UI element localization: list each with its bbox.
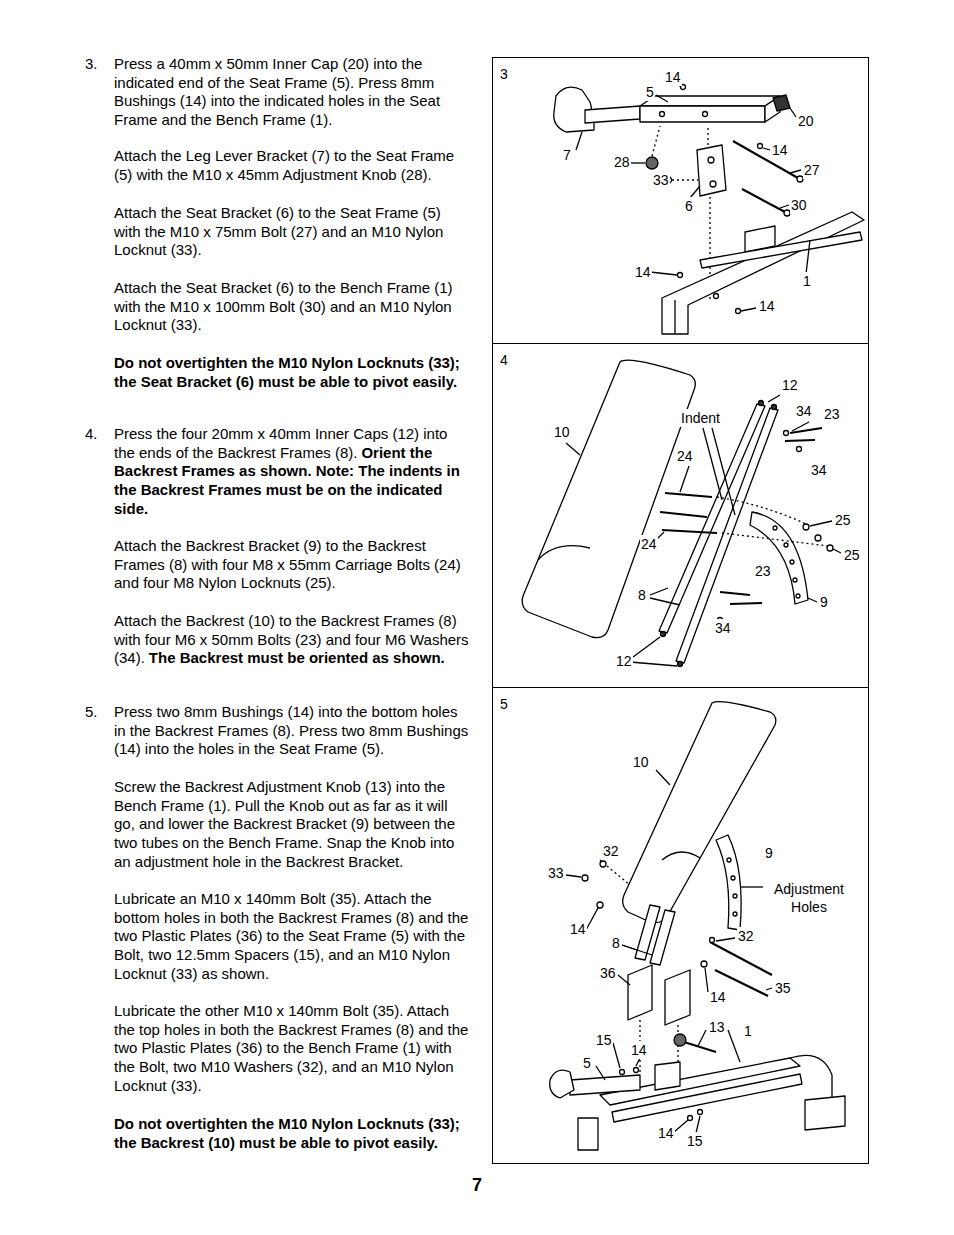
callout-number: 1 [802,272,812,290]
step-number: 5. [85,703,98,722]
callout-number: 35 [774,979,792,997]
callout-number: 28 [613,153,631,171]
step-panel: 3 [492,57,869,344]
instruction-text: Press two 8mm Bushings (14) into the bot… [114,703,468,757]
callout-number: 14 [664,68,682,86]
callout-number: 9 [764,844,774,862]
callout-number: 34 [795,402,813,420]
step-number: 3. [85,55,98,74]
callout-number: 10 [553,423,571,441]
callout-number: 33 [547,864,565,882]
callout-number: 25 [843,546,861,564]
callout-number: 7 [562,146,572,164]
instruction-paragraph: Lubricate an M10 x 140mm Bolt (35). Atta… [114,890,469,984]
step-number: 4. [85,425,98,444]
instruction-text: Attach the Seat Bracket (6) to the Bench… [114,279,453,333]
callout-number: 30 [790,196,808,214]
callout-number: 33 [652,171,670,189]
callout-number: 5 [645,83,655,101]
callout-number: Indent [680,409,721,427]
step-panel: 5 [492,687,869,1164]
instruction-paragraph: Attach the Leg Lever Bracket (7) to the … [114,147,469,184]
instruction-text: Screw the Backrest Adjustment Knob (13) … [114,778,455,870]
callout-number: 24 [640,535,658,553]
callout-number: 12 [781,376,799,394]
callout-number: 27 [803,161,821,179]
callout-number: 12 [615,652,633,670]
callout-number: 24 [676,447,694,465]
instruction-paragraph: Lubricate the other M10 x 140mm Bolt (35… [114,1002,469,1096]
callout-number: 23 [754,562,772,580]
callout-number: 20 [797,112,815,130]
callout-number: 8 [637,586,647,604]
callout-number: 13 [708,1018,726,1036]
warning-paragraph: Do not overtighten the M10 Nylon Locknut… [114,354,469,391]
instruction-text: Do not overtighten the M10 Nylon Locknut… [114,1115,460,1151]
instruction-text: Press a 40mm x 50mm Inner Cap (20) into … [114,55,440,128]
warning-paragraph: Do not overtighten the M10 Nylon Locknut… [114,1115,469,1152]
callout-number: 14 [634,263,652,281]
instruction-text: Lubricate the other M10 x 140mm Bolt (35… [114,1002,468,1094]
callout-number: 25 [834,511,852,529]
callout-number: 32 [737,927,755,945]
callout-text: Adjustment Holes [763,880,855,916]
callout-number: 34 [714,619,732,637]
instruction-text: Attach the Seat Bracket (6) to the Seat … [114,204,443,258]
callout-number: 5 [582,1054,592,1072]
callout-number: 36 [599,964,617,982]
instruction-text: Lubricate an M10 x 140mm Bolt (35). Atta… [114,890,468,982]
instruction-text: Attach the Leg Lever Bracket (7) to the … [114,147,454,183]
instruction-paragraph: Attach the Backrest (10) to the Backrest… [114,612,469,668]
callout-number: 10 [632,753,650,771]
callout-number: 23 [823,405,841,423]
instruction-paragraph: Press a 40mm x 50mm Inner Cap (20) into … [114,55,469,130]
instruction-text: Do not overtighten the M10 Nylon Locknut… [114,354,460,390]
instruction-text: Attach the Backrest Bracket (9) to the B… [114,537,461,591]
step-number: 4 [500,352,508,368]
step-number: 3 [500,66,508,82]
callout-number: 9 [819,593,829,611]
callout-number: 8 [611,934,621,952]
callout-number: 15 [595,1031,613,1049]
step-number: 5 [500,696,508,712]
instruction-paragraph: Attach the Seat Bracket (6) to the Bench… [114,279,469,335]
page-number: 7 [472,1175,482,1196]
instruction-paragraph: Attach the Seat Bracket (6) to the Seat … [114,204,469,260]
instruction-paragraph: Screw the Backrest Adjustment Knob (13) … [114,778,469,872]
instruction-paragraph: Press the four 20mm x 40mm Inner Caps (1… [114,425,469,519]
instruction-paragraph: Attach the Backrest Bracket (9) to the B… [114,537,469,593]
callout-number: 15 [686,1132,704,1150]
callout-number: 14 [709,988,727,1006]
callout-number: 14 [569,920,587,938]
callout-number: 14 [657,1124,675,1142]
callout-number: 32 [602,842,620,860]
callout-number: 1 [743,1022,753,1040]
instruction-paragraph: Press two 8mm Bushings (14) into the bot… [114,703,469,759]
callout-number: 34 [810,461,828,479]
callout-number: 14 [771,141,789,159]
callout-number: 6 [684,197,694,215]
callout-number: 14 [630,1041,648,1059]
instruction-emphasis: The Backrest must be oriented as shown. [149,649,445,666]
step-panel: 4 [492,343,869,688]
callout-number: 14 [758,297,776,315]
